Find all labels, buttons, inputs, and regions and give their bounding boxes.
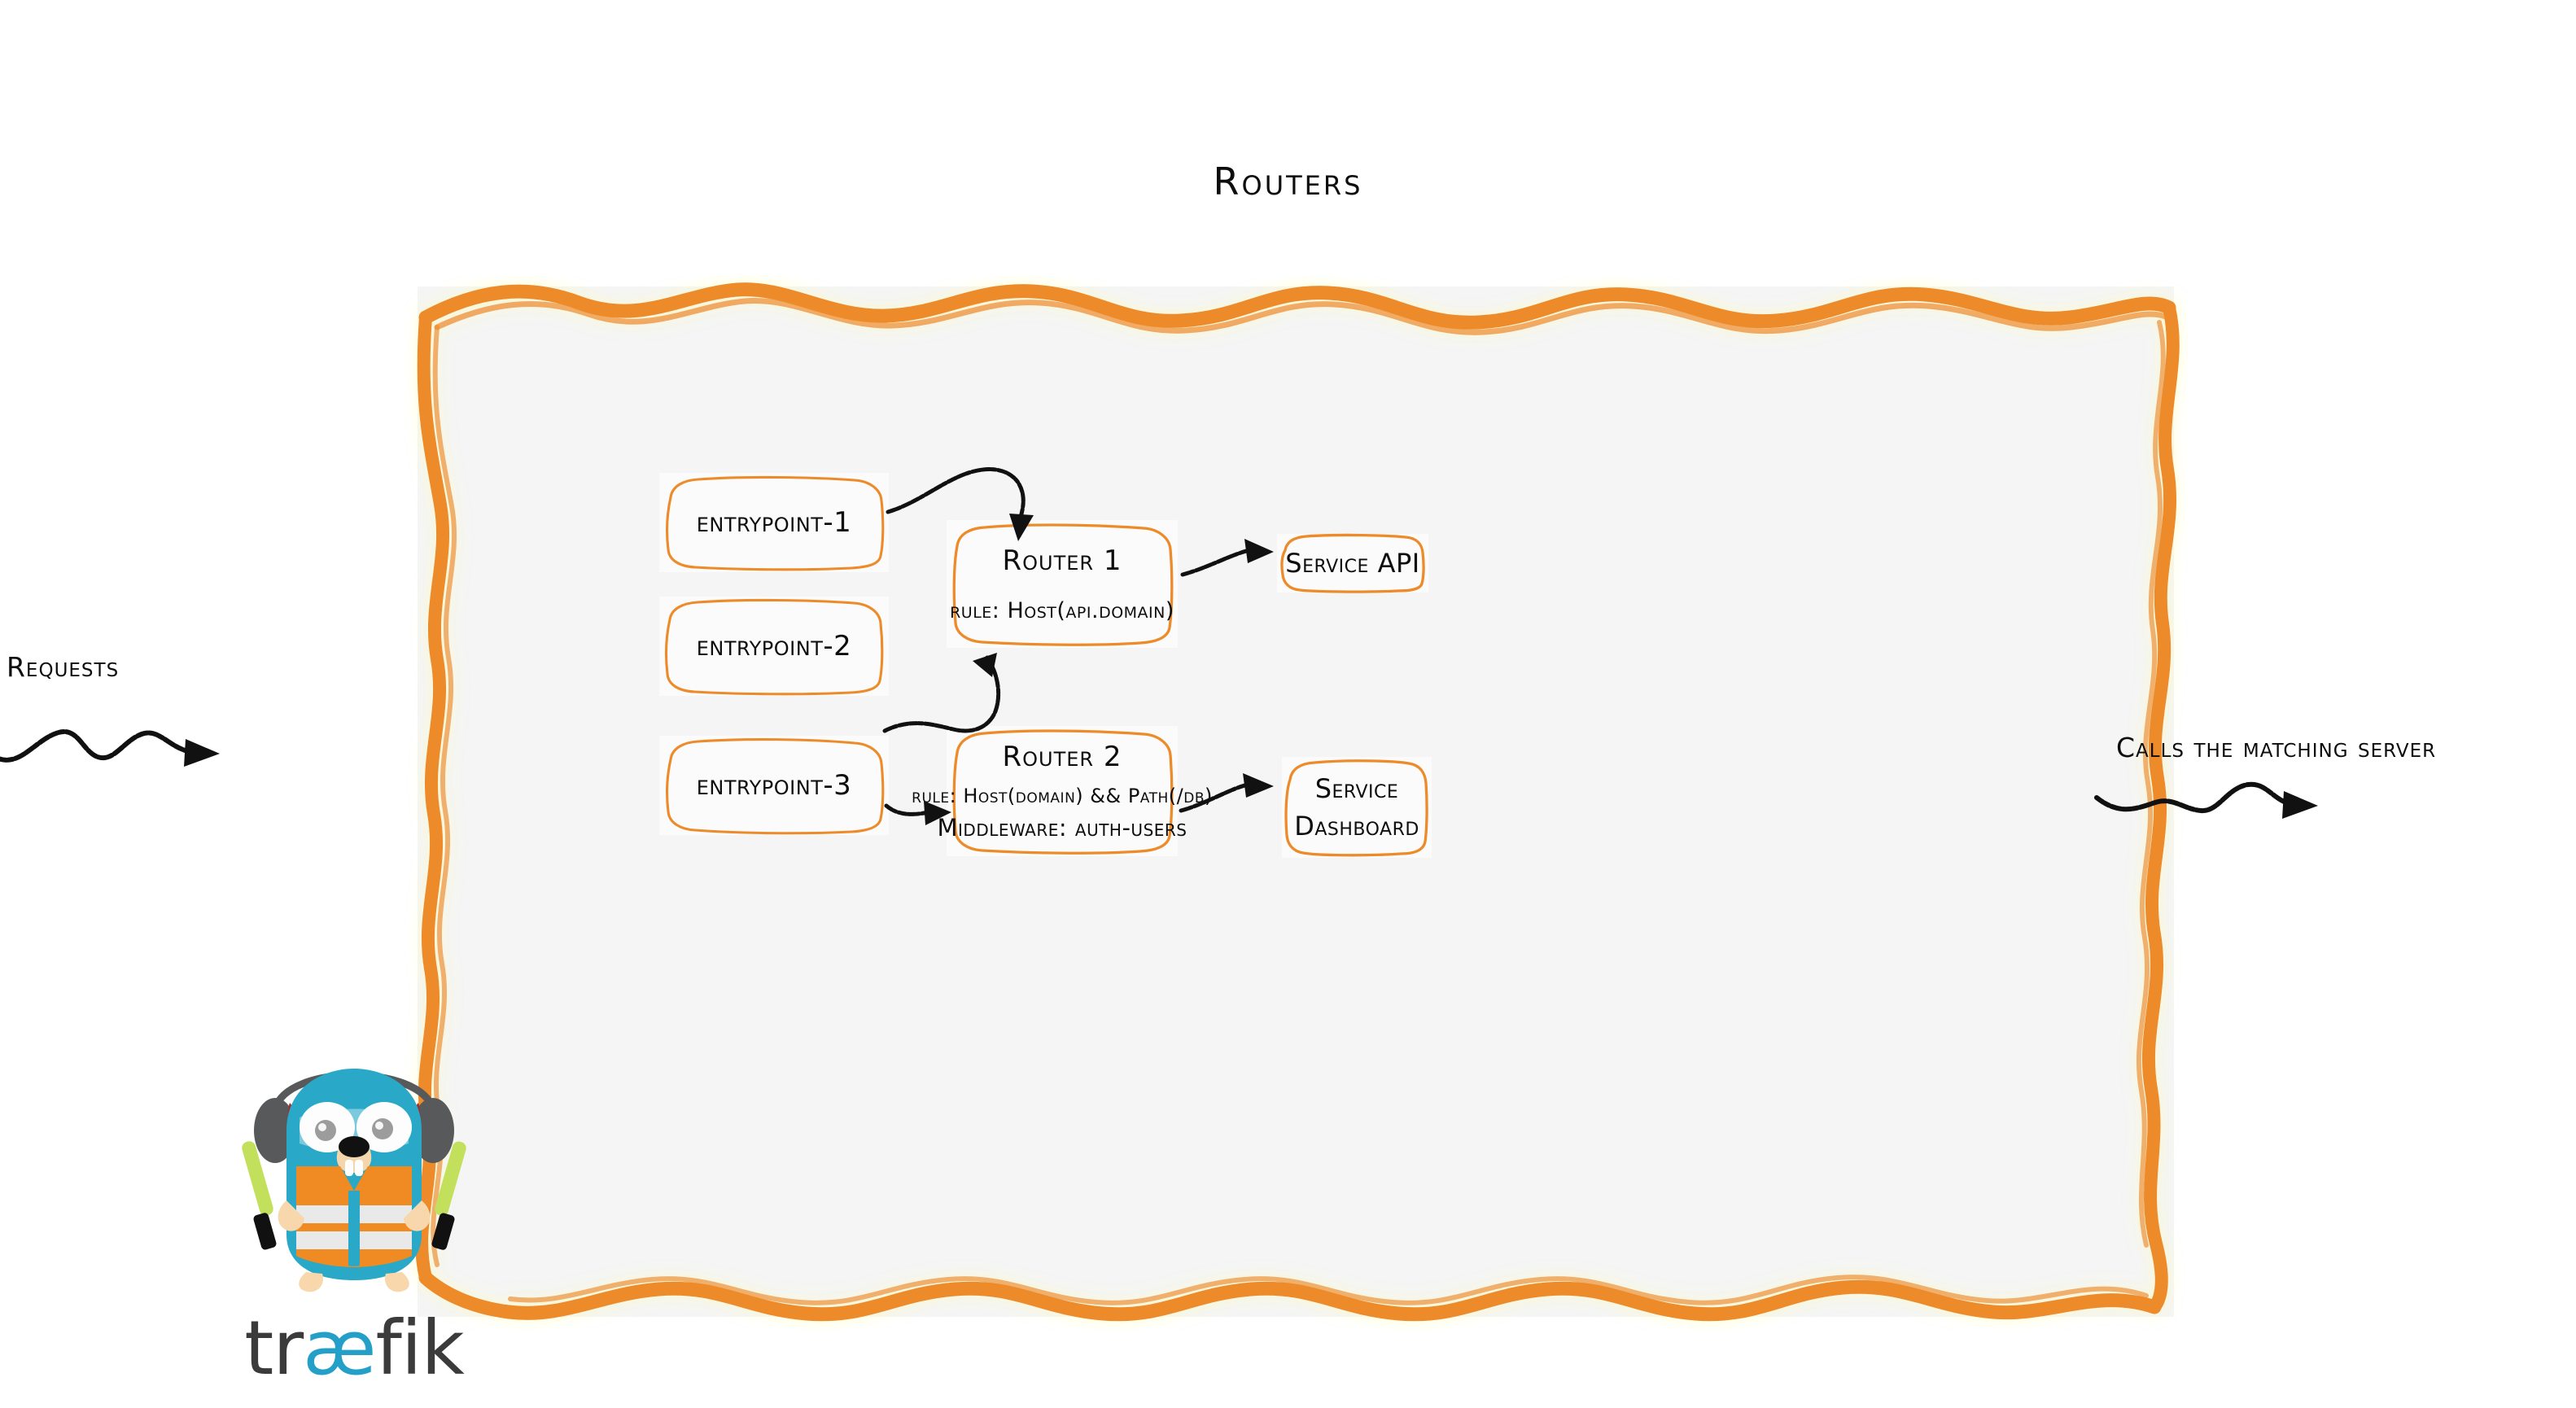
entrypoint-3-box[interactable]: entrypoint-3 — [659, 736, 889, 835]
entrypoint-2-box[interactable]: entrypoint-2 — [659, 597, 889, 696]
router-2-box[interactable]: Router 2 rule: Host(domain) && Path(/db)… — [912, 726, 1212, 856]
service-dashboard-box[interactable]: Service Dashboard — [1282, 757, 1432, 858]
router-1-box[interactable]: Router 1 rule: Host(api.domain) — [947, 520, 1178, 648]
router-1-outline — [952, 523, 1174, 646]
service-api-outline — [1280, 533, 1425, 593]
entrypoint-1-box[interactable]: entrypoint-1 — [659, 473, 889, 572]
routers-container: entrypoint-1 entrypoint-2 entrypoint-3 — [405, 275, 2189, 1330]
wordmark-suffix: fik — [375, 1305, 465, 1392]
marshalling-wand-right — [431, 1141, 466, 1250]
router-2-outline — [952, 729, 1174, 855]
outgoing-call-arrow — [2094, 781, 2318, 819]
page-title: Routers — [1213, 160, 1363, 203]
requests-label: Requests — [7, 651, 120, 683]
wordmark-ligature: æ — [303, 1305, 376, 1392]
entrypoint-2-outline — [665, 598, 884, 696]
wordmark-prefix: tr — [244, 1305, 304, 1392]
traefik-logo: træfik — [236, 1046, 472, 1396]
entrypoint-1-outline — [666, 475, 885, 571]
entrypoint-3-outline — [666, 737, 885, 835]
traefik-wordmark: træfik — [236, 1305, 472, 1392]
calls-matching-server-label: Calls the matching server — [2116, 732, 2437, 763]
service-dashboard-outline — [1284, 759, 1428, 857]
incoming-requests-arrow — [0, 729, 220, 767]
traefik-gopher-mascot — [242, 1069, 466, 1292]
service-api-box[interactable]: Service API — [1277, 533, 1428, 593]
marshalling-wand-left — [242, 1141, 277, 1250]
